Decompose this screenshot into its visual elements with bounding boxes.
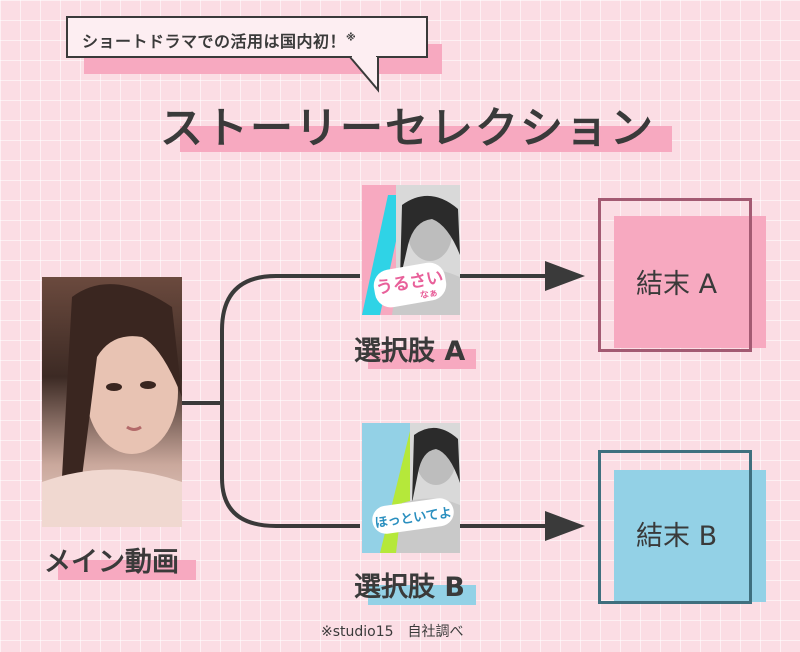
main-video-label: メイン動画 (44, 547, 179, 578)
main-video-label-highlight (58, 560, 196, 580)
footnote: ※studio15 自社調べ (321, 624, 464, 640)
choice-b-label: 選択肢 B (354, 572, 465, 603)
ending-b-fill (614, 470, 766, 602)
ending-b-frame (598, 450, 752, 604)
branch-path (220, 403, 360, 528)
choice-b-thumbnail (362, 423, 460, 553)
branch-path (182, 274, 360, 405)
ending-b-label: 結末 B (636, 521, 718, 552)
ending-a-frame (598, 198, 752, 352)
choice-a-label-highlight (368, 349, 476, 369)
portrait-image (42, 284, 182, 527)
main-video-thumbnail (42, 277, 182, 527)
callout-bubble (66, 16, 428, 58)
arrow-head-b (545, 511, 585, 541)
choice-b-image (380, 423, 460, 553)
ending-a-fill (614, 216, 766, 348)
choice-a-label: 選択肢 A (354, 336, 466, 367)
page-title: ストーリーセレクション (160, 104, 655, 154)
ending-a-label: 結末 A (636, 269, 718, 300)
title-highlight (180, 126, 672, 152)
callout-text: ショートドラマでの活用は国内初！※ (82, 32, 357, 51)
choice-b-label-highlight (368, 585, 476, 605)
arrow-head-a (545, 261, 585, 291)
